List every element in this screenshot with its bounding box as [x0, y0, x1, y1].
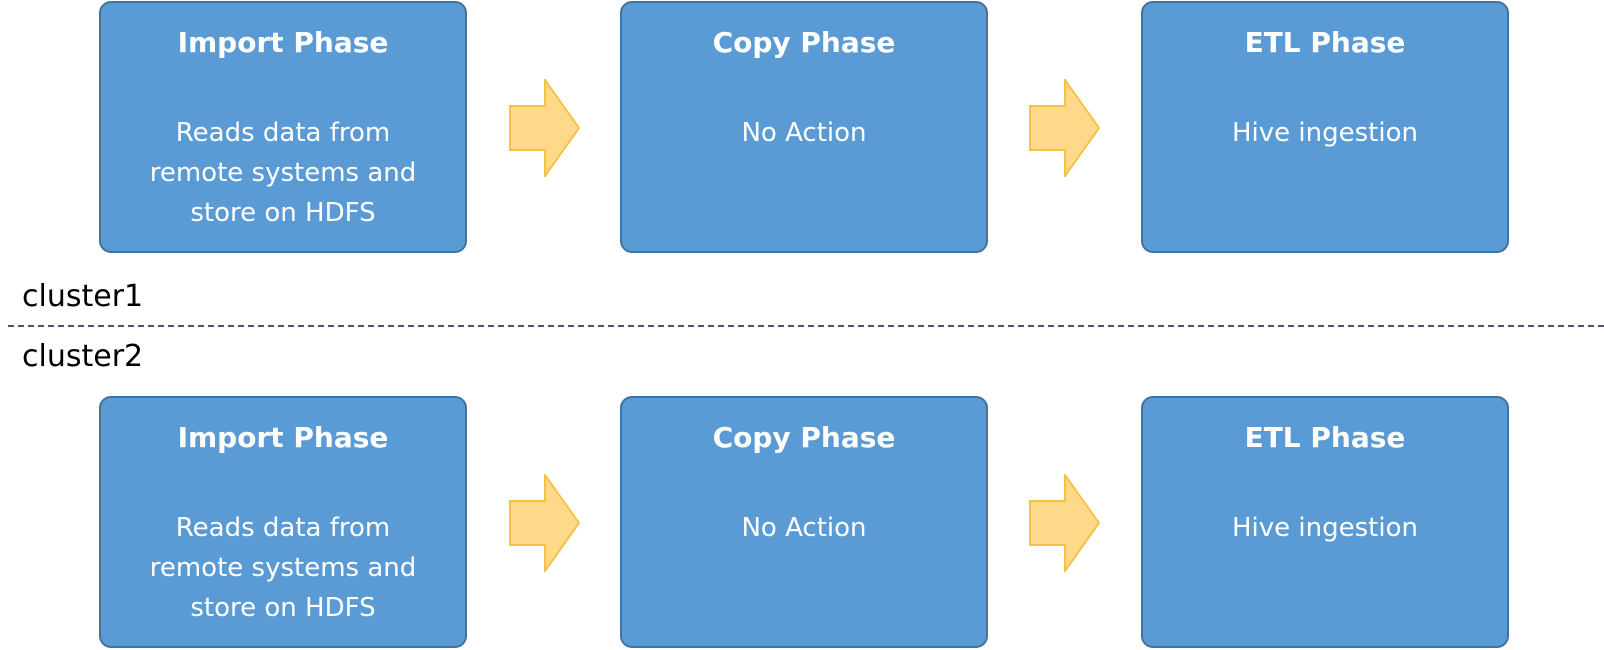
arrow-right-icon	[509, 474, 581, 572]
phase-description: Reads data from remote systems and store…	[149, 118, 417, 228]
phase-title: ETL Phase	[1244, 26, 1406, 59]
arrow-right-icon	[509, 79, 581, 177]
phase-description: Hive ingestion	[1232, 513, 1418, 543]
phase-title: Import Phase	[177, 26, 389, 59]
cluster1-label: cluster1	[22, 279, 144, 314]
cluster2-label: cluster2	[22, 339, 144, 374]
phase-title: Copy Phase	[712, 421, 896, 454]
phase-title: Import Phase	[177, 421, 389, 454]
phase-title: Copy Phase	[712, 26, 896, 59]
etl-phase-box: ETL Phase Hive ingestion	[1141, 1, 1509, 253]
etl-phase-box: ETL Phase Hive ingestion	[1141, 396, 1509, 648]
arrow-right-icon	[1029, 474, 1101, 572]
import-phase-box: Import Phase Reads data from remote syst…	[99, 1, 467, 253]
phase-description: No Action	[741, 513, 867, 543]
copy-phase-box: Copy Phase No Action	[620, 1, 988, 253]
phase-description: No Action	[741, 118, 867, 148]
copy-phase-box: Copy Phase No Action	[620, 396, 988, 648]
phase-description: Hive ingestion	[1232, 118, 1418, 148]
arrow-right-icon	[1029, 79, 1101, 177]
import-phase-box: Import Phase Reads data from remote syst…	[99, 396, 467, 648]
cluster-divider	[8, 325, 1604, 327]
phase-description: Reads data from remote systems and store…	[149, 513, 417, 623]
phase-title: ETL Phase	[1244, 421, 1406, 454]
